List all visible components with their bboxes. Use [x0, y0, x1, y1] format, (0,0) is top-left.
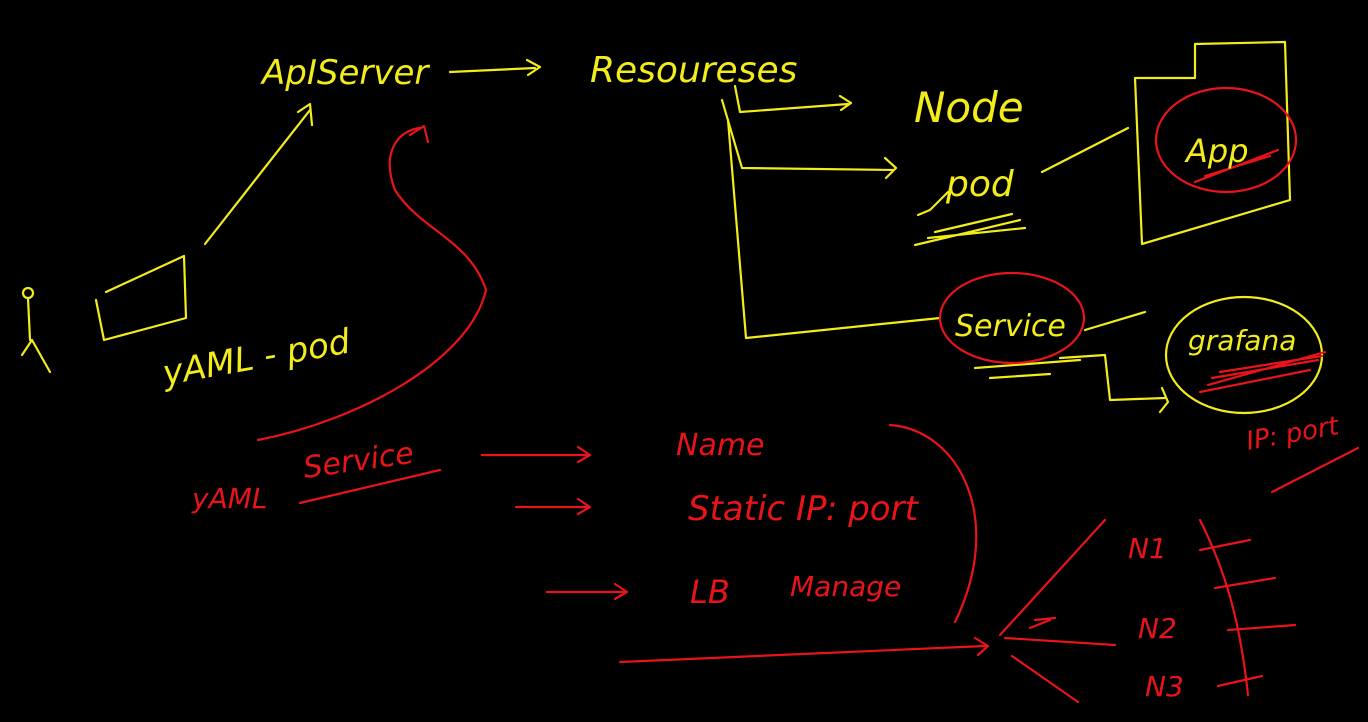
arrow-to-static-ip — [514, 497, 592, 516]
manage-label: Manage — [790, 570, 901, 603]
static-ip-label: Static IP: port — [688, 489, 920, 529]
service-underline — [973, 358, 1082, 380]
yaml-service-word: Service — [301, 436, 416, 486]
apiserver-label: ApIServer — [260, 53, 430, 93]
app-circle — [1154, 86, 1298, 194]
node-label: Node — [914, 83, 1024, 132]
service-circle — [938, 271, 1086, 365]
app-container-box — [1133, 40, 1292, 246]
node-n1-label: N1 — [1128, 532, 1167, 565]
nodes-fanout — [998, 518, 1117, 704]
arrow-to-name — [480, 445, 592, 464]
resources-tree-branch-service — [726, 118, 942, 340]
ip-port-label: IP: port — [1244, 411, 1342, 457]
yaml-pod-label: yAML - pod — [159, 321, 354, 394]
yaml-service-prefix: yAML — [191, 482, 267, 515]
app-label: App — [1184, 132, 1249, 170]
pod-label: pod — [945, 164, 1015, 205]
name-label: Name — [676, 428, 765, 463]
grafana-label: grafana — [1188, 324, 1296, 357]
nodes-axis — [1198, 518, 1297, 697]
resources-label: Resoureses — [590, 50, 797, 91]
lb-label: LB — [690, 573, 730, 611]
node-n3-label: N3 — [1145, 670, 1184, 703]
client-box — [94, 254, 188, 342]
service-label: Service — [955, 309, 1066, 344]
properties-bracket — [888, 423, 978, 624]
grafana-scribble — [1198, 350, 1327, 394]
ip-port-underline — [1270, 446, 1360, 494]
service-word-underline — [298, 468, 442, 505]
line-to-nodes — [618, 636, 990, 664]
service-to-grafana-line — [1083, 310, 1147, 332]
arrow-to-lb — [545, 582, 629, 601]
node-n2-label: N2 — [1138, 612, 1177, 645]
curve-yaml-to-apiserver — [256, 124, 488, 442]
arrow-client-to-apiserver — [203, 102, 314, 246]
arrow-pod-to-app — [1040, 126, 1130, 174]
resources-tree-branch-node — [733, 84, 853, 114]
stick-figure-icon — [20, 286, 52, 374]
pod-underline — [913, 212, 1027, 247]
arrow-service-to-grafana — [1058, 353, 1170, 414]
arrow-apiserver-to-resources — [448, 58, 542, 77]
